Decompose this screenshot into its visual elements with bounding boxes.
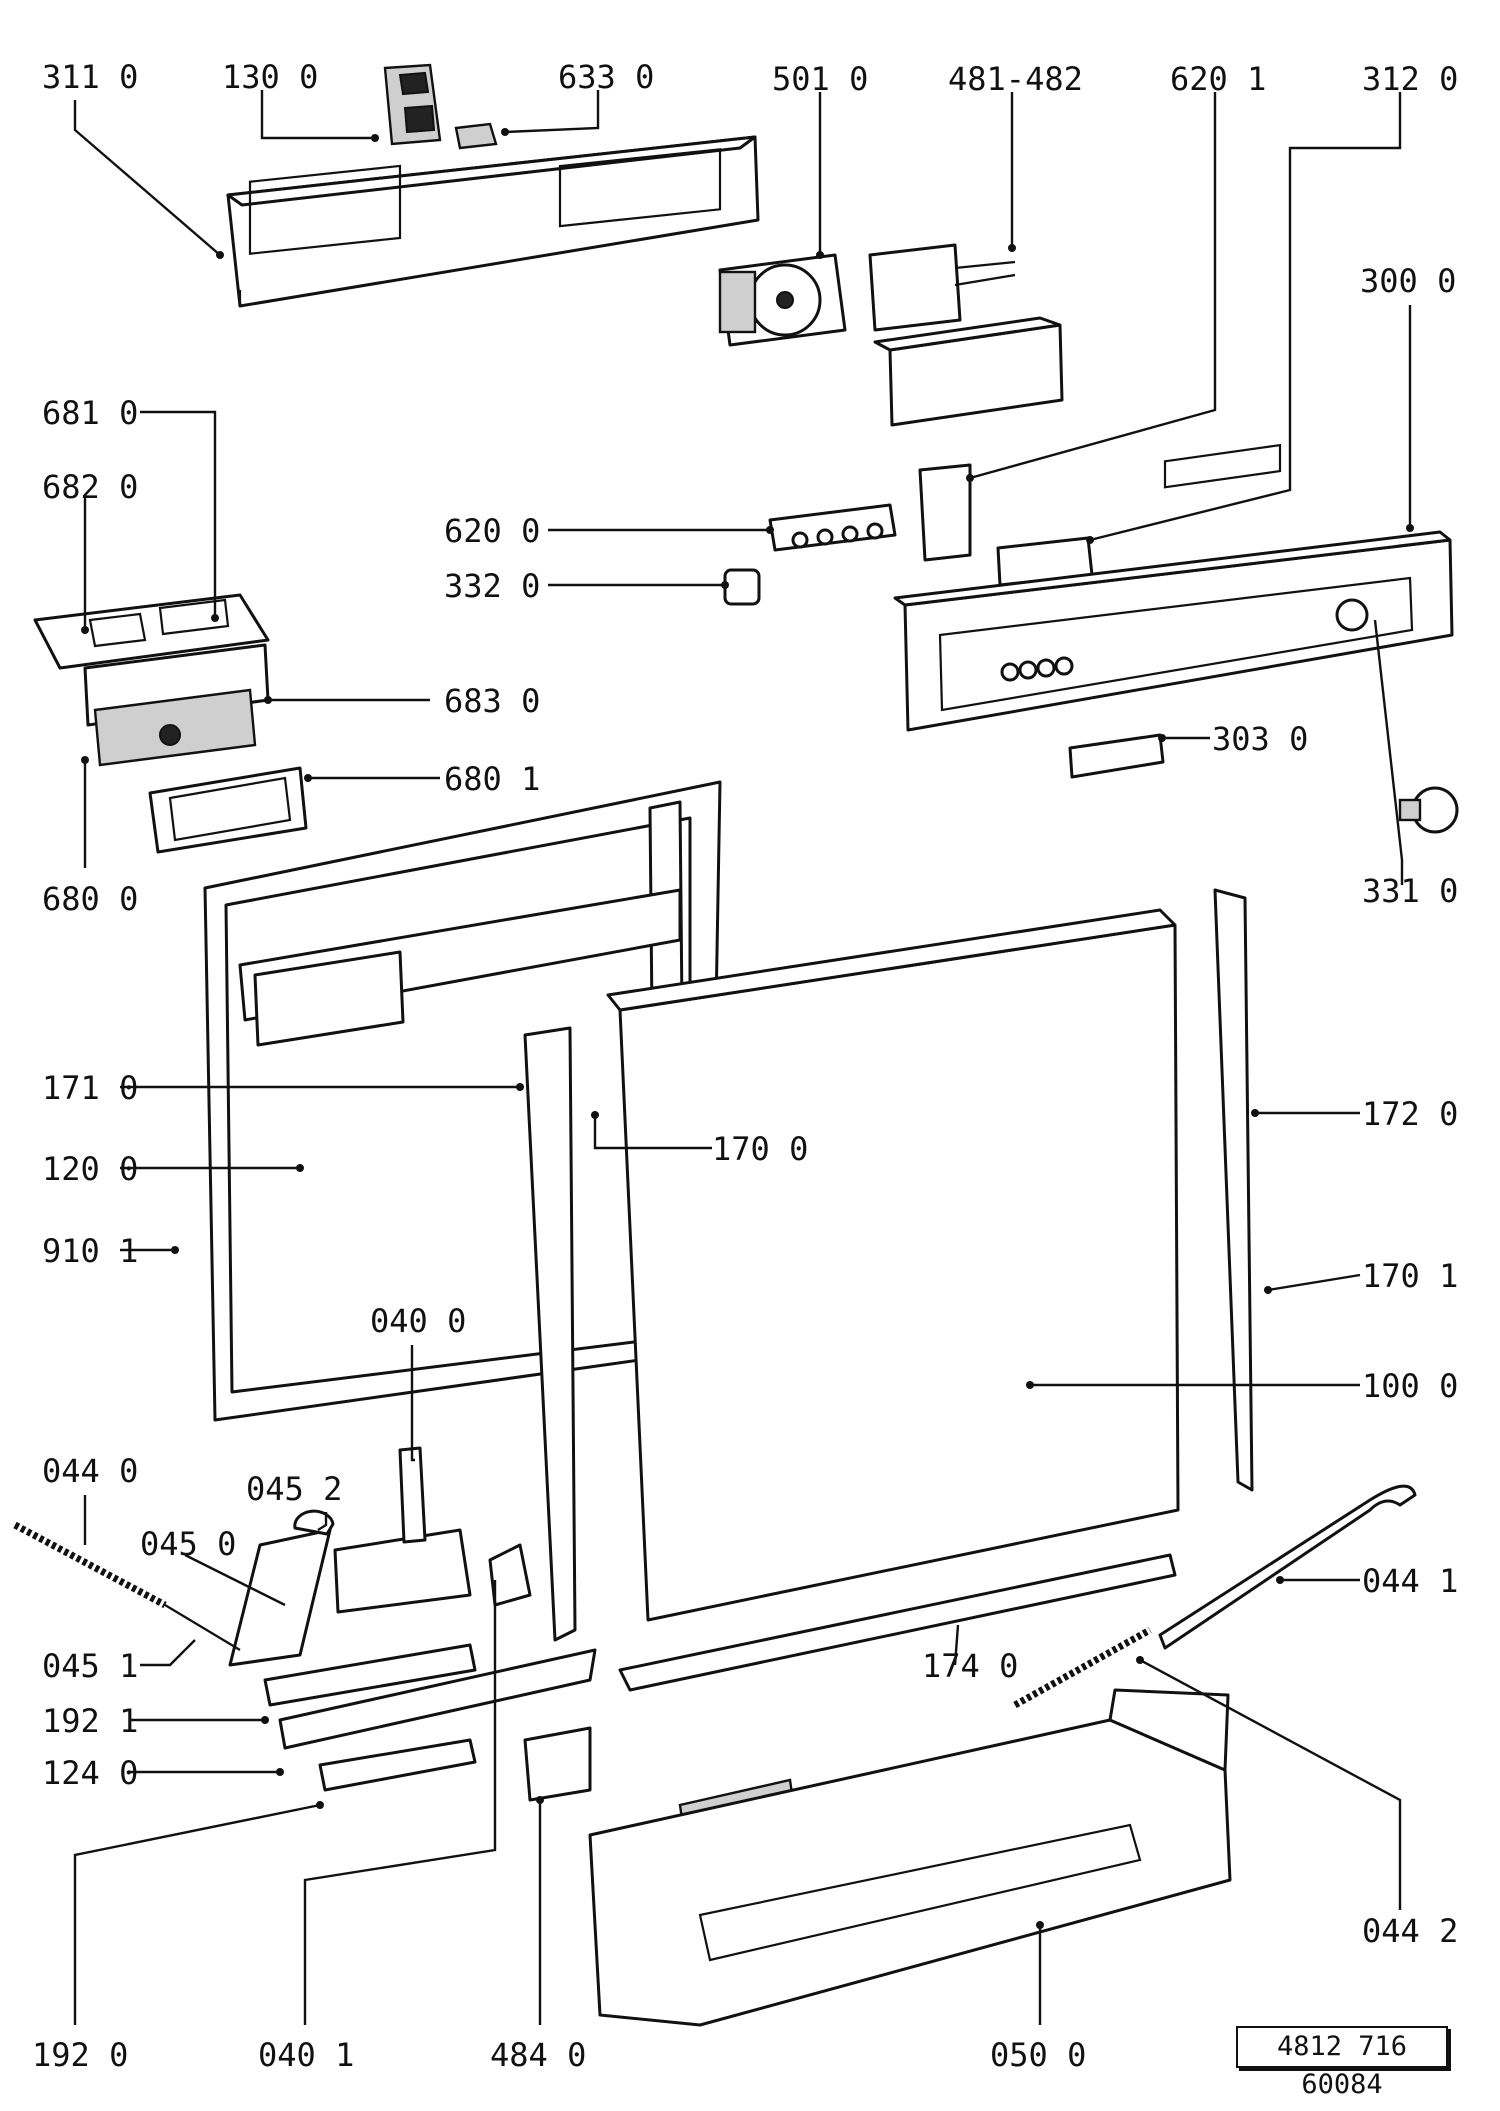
label-172-0: 172 0 — [1362, 1095, 1458, 1133]
part-labels: 311 0 130 0 633 0 501 0 481-482 620 1 31… — [32, 58, 1458, 2074]
label-633-0: 633 0 — [558, 58, 654, 96]
label-044-1: 044 1 — [1362, 1562, 1458, 1600]
label-481-482: 481-482 — [948, 60, 1083, 98]
label-680-0: 680 0 — [42, 880, 138, 918]
button-part-332 — [723, 568, 761, 606]
wiring-block-part-481-482 — [868, 243, 1016, 332]
label-303-0: 303 0 — [1212, 720, 1308, 758]
hinge-bracket-part-040 — [333, 1446, 472, 1614]
connector-part-633 — [454, 122, 498, 150]
label-045-0: 045 0 — [140, 1525, 236, 1563]
label-130-0: 130 0 — [222, 58, 318, 96]
spring-part-044-0 — [13, 1521, 241, 1651]
label-312-0: 312 0 — [1362, 60, 1458, 98]
label-100-0: 100 0 — [1362, 1367, 1458, 1405]
label-050-0: 050 0 — [990, 2036, 1086, 2074]
label-910-1: 910 1 — [42, 1232, 138, 1270]
switch-row-part-620-0 — [768, 503, 897, 552]
label-311-0: 311 0 — [42, 58, 138, 96]
label-040-1: 040 1 — [258, 2036, 354, 2074]
left-strip-part-171 — [523, 1026, 577, 1642]
timer-part-501 — [718, 253, 847, 347]
switch-part-130 — [383, 63, 442, 146]
handle-part-303 — [1068, 733, 1165, 779]
label-680-1: 680 1 — [444, 760, 540, 798]
label-331-0: 331 0 — [1362, 872, 1458, 910]
label-681-0: 681 0 — [42, 394, 138, 432]
label-170-1: 170 1 — [1362, 1257, 1458, 1295]
label-192-1: 192 1 — [42, 1702, 138, 1740]
gasket-part-680-1 — [148, 766, 308, 854]
hinge-part-040-1 — [488, 1543, 532, 1607]
label-044-0: 044 0 — [42, 1452, 138, 1490]
knob-part-331 — [1398, 786, 1459, 834]
hinge-arm-part-045 — [228, 1509, 335, 1667]
label-124-0: 124 0 — [42, 1754, 138, 1792]
label-171-0: 171 0 — [42, 1069, 138, 1107]
label-174-0: 174 0 — [922, 1647, 1018, 1685]
spring-part-044-2 — [1013, 1626, 1152, 1709]
drawing-reference-number: 4812 716 60084 — [1236, 2026, 1448, 2100]
kick-plate-part-050 — [588, 1688, 1232, 2027]
label-484-0: 484 0 — [490, 2036, 586, 2074]
label-192-0: 192 0 — [32, 2036, 128, 2074]
bracket-part-620-1 — [918, 463, 972, 562]
leader-dots — [81, 128, 1414, 1929]
label-620-0: 620 0 — [444, 512, 540, 550]
right-strip-part-172 — [1213, 888, 1254, 1492]
dispenser-part-680 — [33, 593, 270, 767]
label-332-0: 332 0 — [444, 567, 540, 605]
door-panel-part-100 — [606, 908, 1180, 1622]
leader-lines — [73, 90, 1412, 2025]
bracket-part-501-mount — [873, 316, 1064, 427]
label-620-1: 620 1 — [1170, 60, 1266, 98]
hinge-rail-part-192 — [263, 1643, 597, 1792]
rod-part-044-1 — [1158, 1484, 1417, 1650]
label-170-0: 170 0 — [712, 1130, 808, 1168]
control-frame-part-311 — [226, 135, 760, 308]
label-120-0: 120 0 — [42, 1150, 138, 1188]
control-panel-part-300 — [893, 443, 1454, 732]
label-300-0: 300 0 — [1360, 262, 1456, 300]
clip-part-484 — [523, 1726, 592, 1802]
label-501-0: 501 0 — [772, 60, 868, 98]
label-045-1: 045 1 — [42, 1647, 138, 1685]
label-040-0: 040 0 — [370, 1302, 466, 1340]
label-682-0: 682 0 — [42, 468, 138, 506]
label-044-2: 044 2 — [1362, 1912, 1458, 1950]
bottom-trim-part-174 — [618, 1553, 1177, 1692]
label-045-2: 045 2 — [246, 1470, 342, 1508]
label-683-0: 683 0 — [444, 682, 540, 720]
